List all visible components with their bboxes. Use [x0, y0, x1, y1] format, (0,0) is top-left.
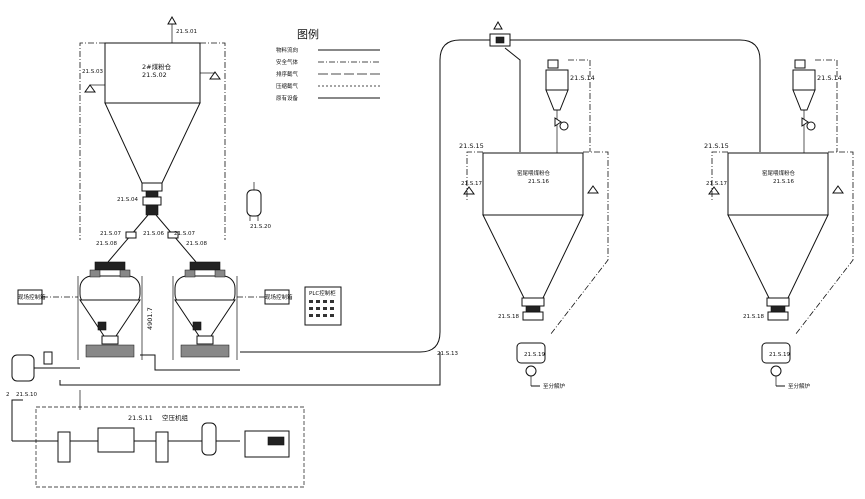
cyclone-right: 21.S.14 — [792, 59, 842, 153]
legend-title: 图例 — [297, 27, 319, 41]
recv-side: 21.S.17 — [461, 181, 482, 187]
feed-lines: 21.S.07 21.S.06 21.S.07 21.S.08 21.S.08 — [96, 214, 207, 263]
compressor-tag: 21.S.11 — [128, 414, 153, 422]
dest-label: 至分解炉 — [543, 382, 566, 390]
height-dim: 4901.7 — [146, 307, 154, 330]
local-control-box-left: 现场控制箱 — [17, 289, 78, 305]
silo-code: 21.S.02 — [142, 71, 167, 79]
nitrogen-tank: 21.S.20 — [246, 182, 271, 230]
conveying-pipeline: 21.S.13 — [240, 39, 761, 357]
silo-left-tag: 21.S.03 — [82, 69, 103, 75]
recv-tag: 21.S.15 — [704, 142, 729, 150]
recv-bottom: 21.S.18 — [498, 314, 519, 320]
plc-label: PLC控制柜 — [309, 289, 336, 297]
recv-name: 窑尾喂煤粉仓 — [517, 169, 551, 177]
air-piping — [11, 352, 441, 442]
feeder-tag: 21.S.19 — [769, 352, 790, 358]
recv-side: 21.S.17 — [706, 181, 727, 187]
cyclone-left: 21.S.14 — [545, 59, 595, 153]
dest-label: 至分解炉 — [788, 382, 811, 390]
receiving-silo-left: 21.S.19 至分解炉 窑尾喂煤粉仓 21.S.16 21.S.15 21.S… — [459, 142, 609, 390]
local-control-box-mid: 现场控制箱 — [237, 289, 293, 305]
silo-bottom-tag: 21.S.04 — [117, 197, 138, 203]
receiver-tag: 21.S.10 — [16, 392, 37, 398]
diverter-valve — [489, 20, 511, 47]
pump-vessel-left — [77, 261, 143, 360]
pipeline-tag: 21.S.13 — [437, 351, 458, 357]
silo-name: 2#煤粉仓 — [142, 62, 172, 71]
legend-item: 排序截气 — [276, 70, 299, 78]
box-label: 现场控制箱 — [265, 293, 293, 301]
receiver-num: 2 — [6, 392, 10, 398]
box-label: 现场控制箱 — [18, 293, 46, 301]
pump-vessel-right — [172, 261, 238, 360]
recv-bottom: 21.S.18 — [743, 314, 764, 320]
tank-tag: 21.S.20 — [250, 224, 271, 230]
valve-label: 21.S.08 — [96, 241, 117, 247]
recv-code: 21.S.16 — [773, 179, 794, 185]
air-receiver: 21.S.10 2 — [6, 351, 80, 398]
cyclone-tag: 21.S.14 — [817, 74, 842, 82]
legend-item: 安全气体 — [276, 58, 299, 66]
valve-label: 21.S.06 — [143, 231, 164, 237]
valve-label: 21.S.07 — [174, 231, 195, 237]
silo-top-tag: 21.S.01 — [176, 29, 197, 35]
recv-code: 21.S.16 — [528, 179, 549, 185]
recv-name: 窑尾喂煤粉仓 — [762, 169, 796, 177]
receiving-silo-right: 21.S.19 至分解炉 窑尾喂煤粉仓 21.S.16 21.S.15 21.S… — [704, 142, 854, 390]
compressor-station: 21.S.11 空压机组 — [35, 406, 305, 488]
legend-item: 原有设备 — [276, 94, 299, 102]
coal-silo: 2#煤粉仓 21.S.02 21.S.01 21.S.03 21.S.04 — [79, 15, 226, 240]
valve-label: 21.S.07 — [100, 231, 121, 237]
legend: 图例 物料流向 安全气体 排序截气 压缩截气 原有设备 — [276, 27, 380, 102]
compressor-name: 空压机组 — [162, 413, 189, 422]
feeder-tag: 21.S.19 — [524, 352, 545, 358]
legend-item: 压缩截气 — [276, 82, 299, 90]
valve-label: 21.S.08 — [186, 241, 207, 247]
recv-tag: 21.S.15 — [459, 142, 484, 150]
legend-item: 物料流向 — [276, 46, 298, 54]
cyclone-tag: 21.S.14 — [570, 74, 595, 82]
plc-cabinet: PLC控制柜 — [304, 286, 342, 326]
